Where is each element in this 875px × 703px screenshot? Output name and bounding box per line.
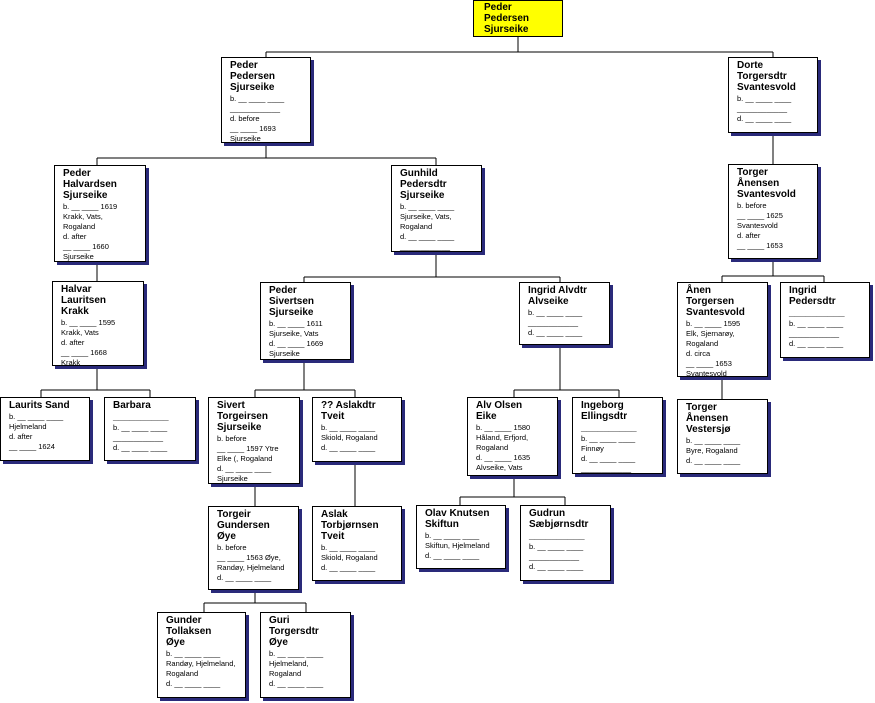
person-details: b. __ ____ ____ Skiold, Rogaland d. __ _…: [321, 543, 378, 581]
person-details: b. __ ____ ____ ____________ d. __ ____ …: [113, 423, 168, 461]
person-details: b. __ ____ ____ Skiold, Rogaland d. __ _…: [321, 423, 378, 462]
person-box-anen-torgersen[interactable]: Ånen Torgersen Svantesvold b. __ ____ 15…: [677, 282, 768, 377]
person-name: Olav Knutsen Skiftun: [425, 508, 490, 530]
person-name: Peder Pedersen Sjurseike: [484, 2, 530, 35]
person-name: ?? Aslakdtr Tveit: [321, 400, 376, 422]
person-box-peder-pedersen[interactable]: Peder Pedersen Sjurseike b. __ ____ ____…: [221, 57, 311, 143]
person-box-guri-torgersdtr[interactable]: Guri Torgersdtr Øye b. __ ____ ____ Hjel…: [260, 612, 351, 698]
person-name: Torger Ånensen Svantesvold: [737, 167, 796, 200]
person-box-gudrun-saebjornsdtr[interactable]: Gudrun Sæbjørnsdtr __________ b. __ ____…: [520, 505, 611, 581]
person-name: Halvar Lauritsen Krakk: [61, 284, 107, 317]
person-name: Ånen Torgersen Svantesvold: [686, 285, 745, 318]
person-name: Peder Sivertsen Sjurseike: [269, 285, 315, 318]
person-box-gunhild-pedersdtr[interactable]: Gunhild Pedersdtr Sjurseike b. __ ____ _…: [391, 165, 482, 252]
person-details: b. __ ____ ____ Byre, Rogaland d. __ ___…: [686, 436, 741, 474]
person-name: Peder Halvardsen Sjurseike: [63, 168, 117, 201]
person-details: b. __ ____ ____ ____________ d. __ ____ …: [789, 319, 844, 358]
person-name: Barbara __________: [113, 400, 169, 422]
person-box-torgeir-gundersen[interactable]: Torgeir Gundersen Øye b. before __ ____ …: [208, 506, 299, 590]
person-box-ingeborg-ellingsdtr[interactable]: Ingeborg Ellingsdtr __________ b. __ ___…: [572, 397, 663, 474]
person-box-peder-sivertsen[interactable]: Peder Sivertsen Sjurseike b. __ ____ 161…: [260, 282, 351, 360]
person-name: Dorte Torgersdtr Svantesvold: [737, 60, 796, 93]
person-details: b. __ ____ ____ ____________ d. __ ____ …: [737, 94, 792, 133]
person-details: b. __ ____ ____ ____________ d. before _…: [230, 94, 285, 143]
person-box-barbara[interactable]: Barbara __________ b. __ ____ ____ _____…: [104, 397, 196, 461]
person-box-torger-vestersjo[interactable]: Torger Ånensen Vestersjø b. __ ____ ____…: [677, 399, 768, 474]
person-details: b. before __ ____ 1563 Øye, Randøy, Hjel…: [217, 543, 285, 590]
person-box-ingrid-pedersdtr[interactable]: Ingrid Pedersdtr __________ b. __ ____ _…: [780, 282, 870, 358]
person-box-halvar-lauritsen[interactable]: Halvar Lauritsen Krakk b. __ ____ 1595 K…: [52, 281, 144, 366]
person-box-ingrid-alvdtr[interactable]: Ingrid Alvdtr Alvseike b. __ ____ ____ _…: [519, 282, 610, 345]
person-name: Torgeir Gundersen Øye: [217, 509, 270, 542]
person-box-aslak-torbjornsen[interactable]: Aslak Torbjørnsen Tveit b. __ ____ ____ …: [312, 506, 402, 581]
person-box-aslakdtr-tveit[interactable]: ?? Aslakdtr Tveit b. __ ____ ____ Skiold…: [312, 397, 402, 462]
person-box-torger-anensen[interactable]: Torger Ånensen Svantesvold b. before __ …: [728, 164, 818, 259]
person-name: Guri Torgersdtr Øye: [269, 615, 319, 648]
person-box-root[interactable]: Peder Pedersen Sjurseike: [473, 0, 563, 37]
person-details: b. __ ____ 1595 Krakk, Vats d. after __ …: [61, 318, 116, 366]
person-details: b. __ ____ ____ Randøy, Hjelmeland, Roga…: [166, 649, 236, 698]
person-details: b. __ ____ ____ Hjelmeland, Rogaland d. …: [269, 649, 324, 698]
person-box-dorte-torgersdtr[interactable]: Dorte Torgersdtr Svantesvold b. __ ____ …: [728, 57, 818, 133]
person-details: b. __ ____ 1595 Elk, Sjernarøy, Rogaland…: [686, 319, 741, 377]
person-details: b. __ ____ 1580 Håland, Erfjord, Rogalan…: [476, 423, 531, 472]
person-details: b. __ ____ 1611 Sjurseike, Vats d. __ __…: [269, 319, 324, 358]
person-name: Aslak Torbjørnsen Tveit: [321, 509, 379, 542]
person-details: b. __ ____ ____ Finnøy d. __ ____ ____ _…: [581, 434, 636, 473]
person-details: b. __ ____ ____ Skiftun, Hjelmeland d. _…: [425, 531, 490, 569]
person-name: Gudrun Sæbjørnsdtr __________: [529, 508, 589, 541]
person-name: Laurits Sand: [9, 400, 70, 411]
person-details: b. __ ____ ____ ____________ d. __ ____ …: [528, 308, 583, 345]
person-name: Alv Olsen Eike: [476, 400, 523, 422]
person-box-sivert-torgeirsen[interactable]: Sivert Torgeirsen Sjurseike b. before __…: [208, 397, 300, 484]
person-name: Gunder Tollaksen Øye: [166, 615, 212, 648]
person-name: Ingrid Pedersdtr __________: [789, 285, 845, 318]
person-name: Ingrid Alvdtr Alvseike: [528, 285, 588, 307]
person-details: b. __ ____ 1619 Krakk, Vats, Rogaland d.…: [63, 202, 118, 261]
person-details: b. __ ____ ____ Hjelmeland d. after __ _…: [9, 412, 64, 461]
person-details: b. before __ ____ 1625 Svantesvold d. af…: [737, 201, 788, 259]
person-details: b. __ ____ ____ Sjurseike, Vats, Rogalan…: [400, 202, 455, 251]
person-name: Ingeborg Ellingsdtr __________: [581, 400, 637, 433]
person-box-peder-halvardsen[interactable]: Peder Halvardsen Sjurseike b. __ ____ 16…: [54, 165, 146, 262]
person-details: b. before __ ____ 1597 Ytre Elke (, Roga…: [217, 434, 279, 483]
person-box-alv-olsen[interactable]: Alv Olsen Eike b. __ ____ 1580 Håland, E…: [467, 397, 558, 476]
person-box-gunder-tollaksen[interactable]: Gunder Tollaksen Øye b. __ ____ ____ Ran…: [157, 612, 246, 698]
person-box-laurits-sand[interactable]: Laurits Sand b. __ ____ ____ Hjelmeland …: [0, 397, 90, 461]
person-box-olav-knutsen[interactable]: Olav Knutsen Skiftun b. __ ____ ____ Ski…: [416, 505, 506, 569]
person-name: Peder Pedersen Sjurseike: [230, 60, 276, 93]
person-name: Gunhild Pedersdtr Sjurseike: [400, 168, 447, 201]
person-details: b. __ ____ ____ ____________ d. __ ____ …: [529, 542, 584, 581]
person-name: Sivert Torgeirsen Sjurseike: [217, 400, 268, 433]
person-name: Torger Ånensen Vestersjø: [686, 402, 731, 435]
